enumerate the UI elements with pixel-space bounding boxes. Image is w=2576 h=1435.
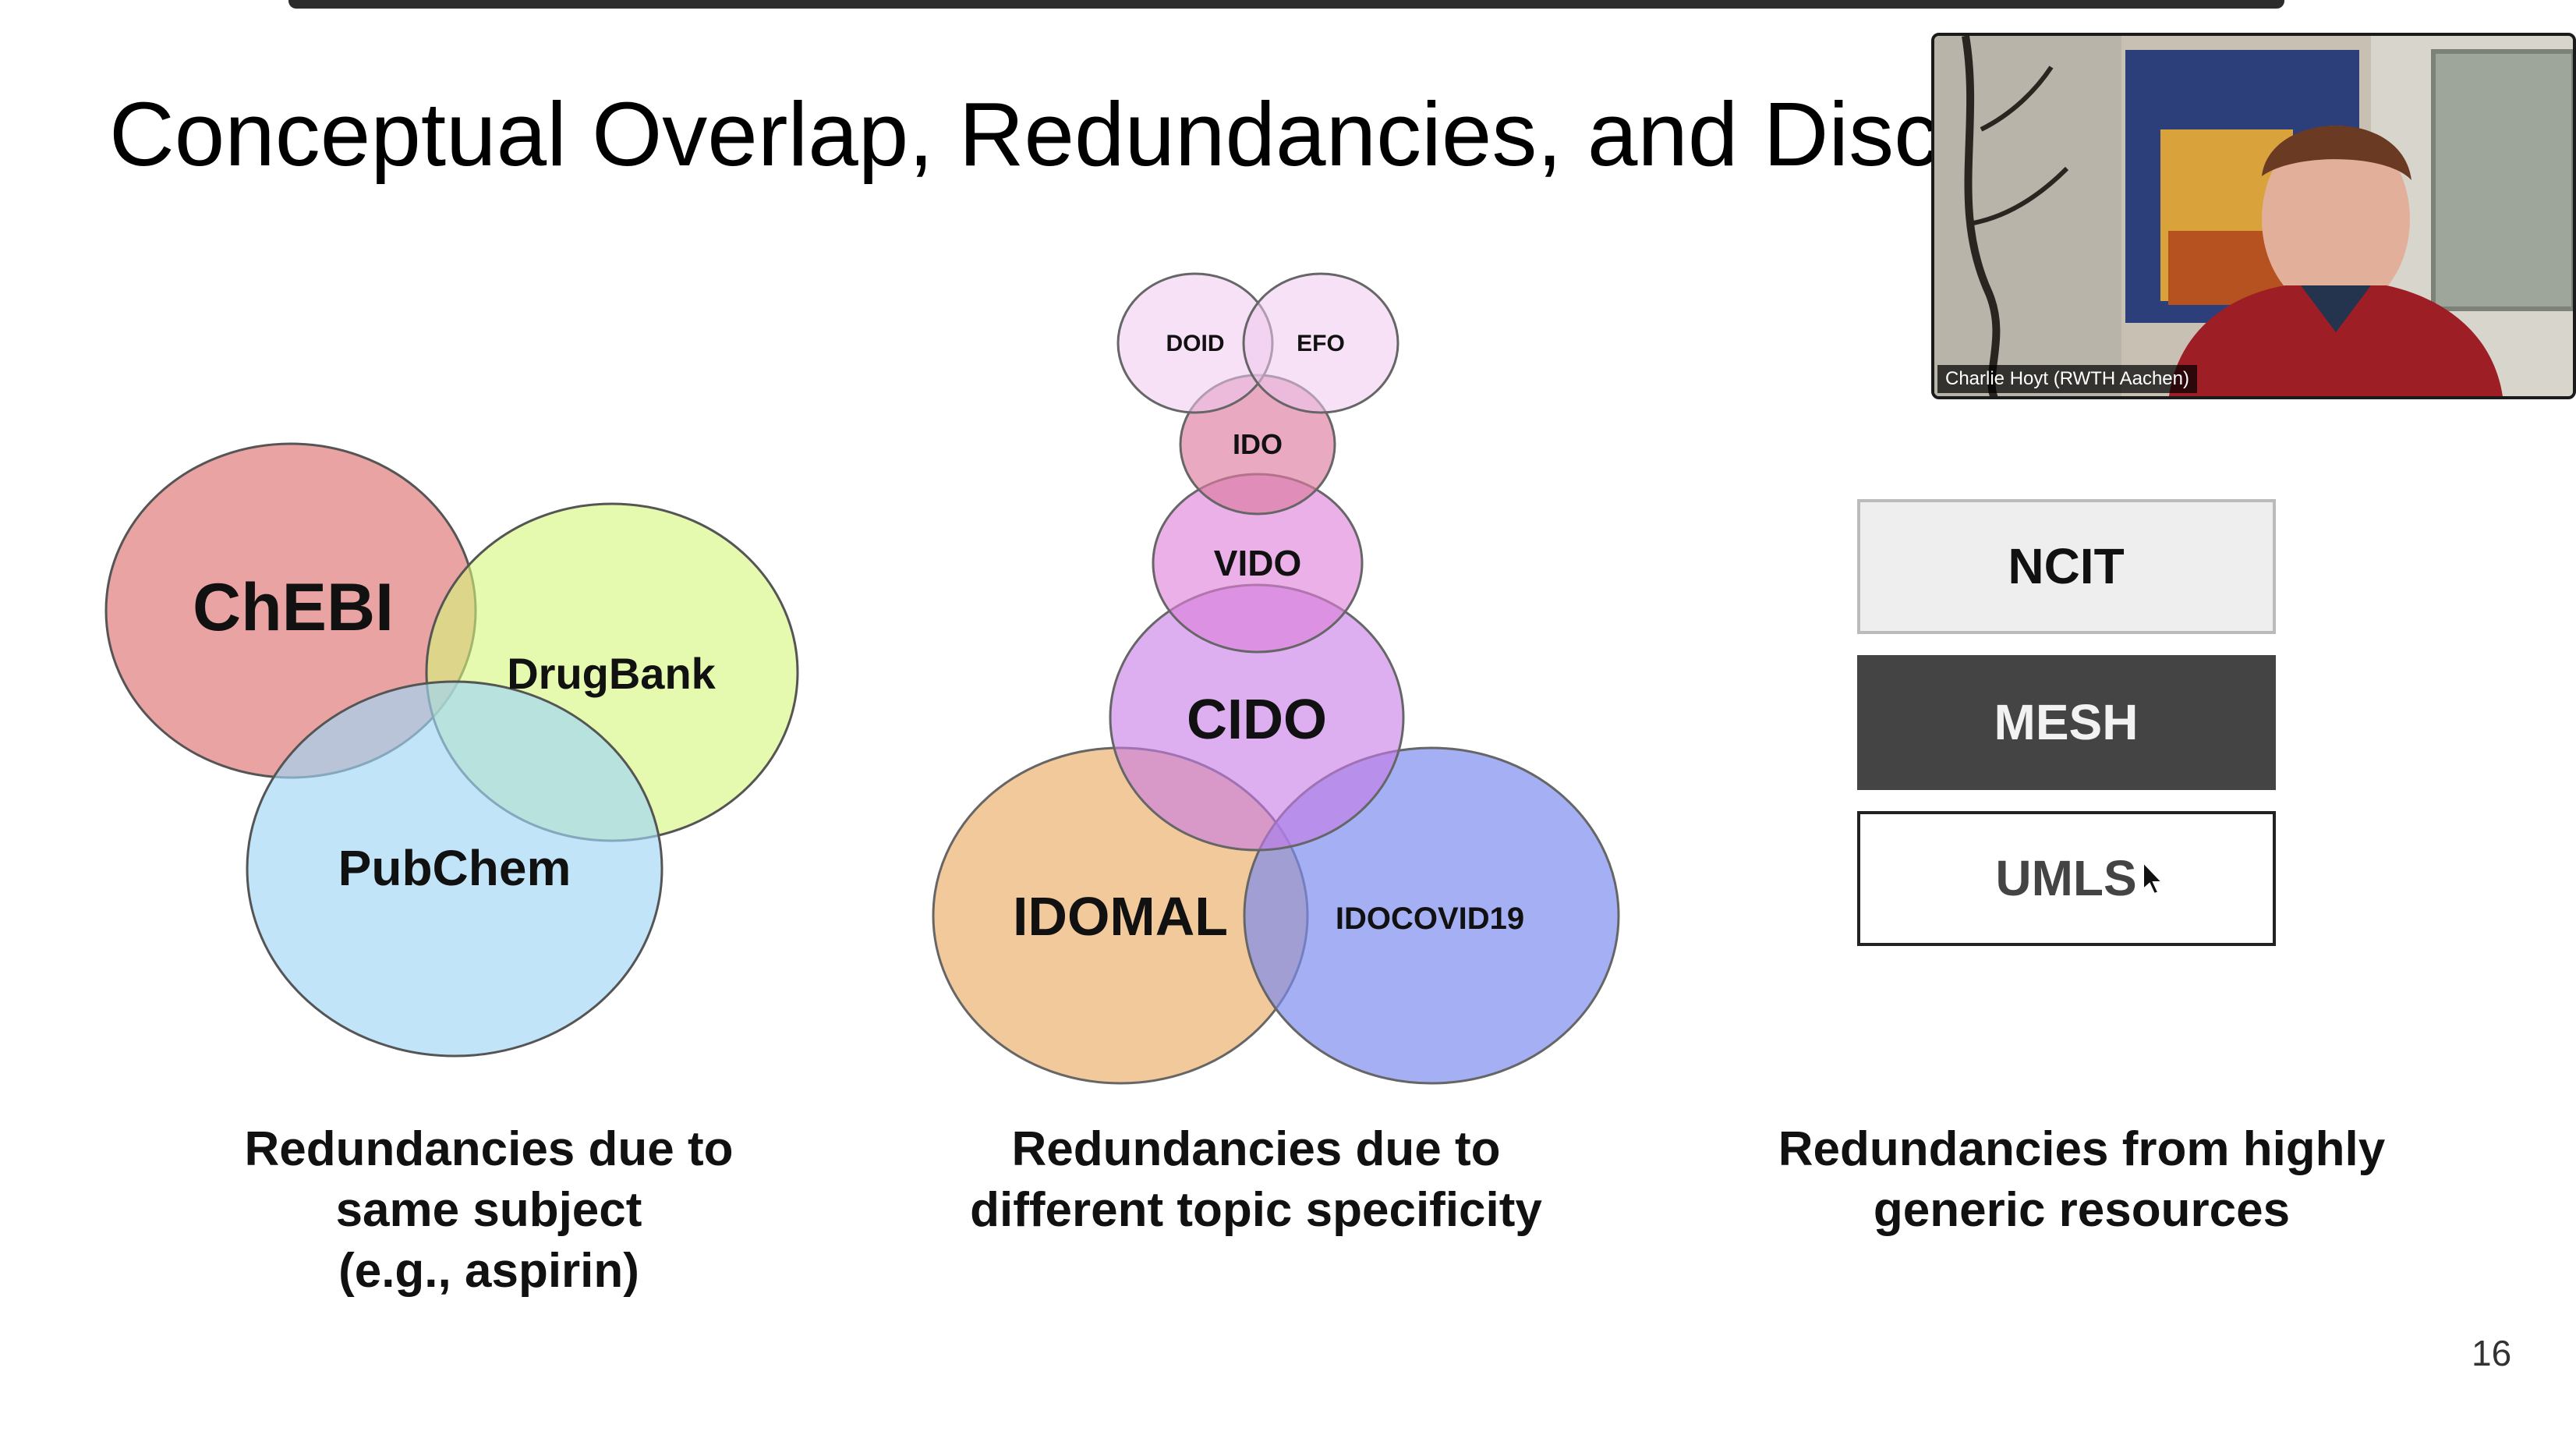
box-ncit [1857,499,2276,634]
caption-line: Redundancies from highly [1778,1122,2386,1176]
video-feed [1934,36,2573,396]
generic-resources-stack: NCIT MESH UMLS [1857,499,2276,946]
venn-label-pubchem: PubChem [338,840,571,896]
caption-generic-resources: Redundancies from highly generic resourc… [1731,1119,2433,1241]
caption-line: same subject [335,1183,642,1237]
venn-label-drugbank: DrugBank [507,649,716,698]
caption-same-subject: Redundancies due to same subject (e.g., … [138,1119,840,1302]
venn-label-idomal: IDOMAL [1013,886,1228,947]
venn-label-doid: DOID [1166,331,1225,356]
participant-video-tile[interactable]: Charlie Hoyt (RWTH Aachen) [1931,33,2576,399]
venn-label-vido: VIDO [1214,543,1301,583]
venn-label-cido: CIDO [1187,689,1327,751]
caption-line: different topic specificity [970,1183,1542,1237]
box-umls [1857,811,2276,946]
box-label-umls: UMLS [1995,850,2136,906]
box-label-ncit: NCIT [2008,538,2124,594]
screen-share-toolbar [288,0,2284,9]
slide-title: Conceptual Overlap, Redundancies, and Di… [109,83,1940,185]
venn-same-subject: ChEBI DrugBank PubChem [104,442,799,1058]
caption-line: (e.g., aspirin) [338,1244,639,1298]
caption-line: Redundancies due to [1011,1122,1501,1176]
venn-label-idocovid19: IDOCOVID19 [1336,902,1524,936]
caption-line: Redundancies due to [244,1122,734,1176]
box-label-mesh: MESH [1994,694,2139,750]
box-mesh [1857,655,2276,790]
venn-circle-idocovid19 [1243,746,1620,1085]
venn-topic-specificity: DOID EFO IDO VIDO CIDO IDOMAL IDOCOVID19 [932,272,1620,1085]
venn-label-chebi: ChEBI [193,570,394,645]
venn-label-efo: EFO [1297,331,1345,356]
participant-name-label: Charlie Hoyt (RWTH Aachen) [1937,365,2197,393]
venn-circle-pubchem [246,680,663,1058]
venn-circle-efo [1242,272,1399,414]
caption-line: generic resources [1873,1183,2291,1237]
venn-label-ido: IDO [1233,428,1283,460]
mouse-cursor-icon [2143,860,2164,895]
caption-topic-specificity: Redundancies due to different topic spec… [905,1119,1607,1241]
slide-page-number: 16 [2472,1333,2512,1373]
